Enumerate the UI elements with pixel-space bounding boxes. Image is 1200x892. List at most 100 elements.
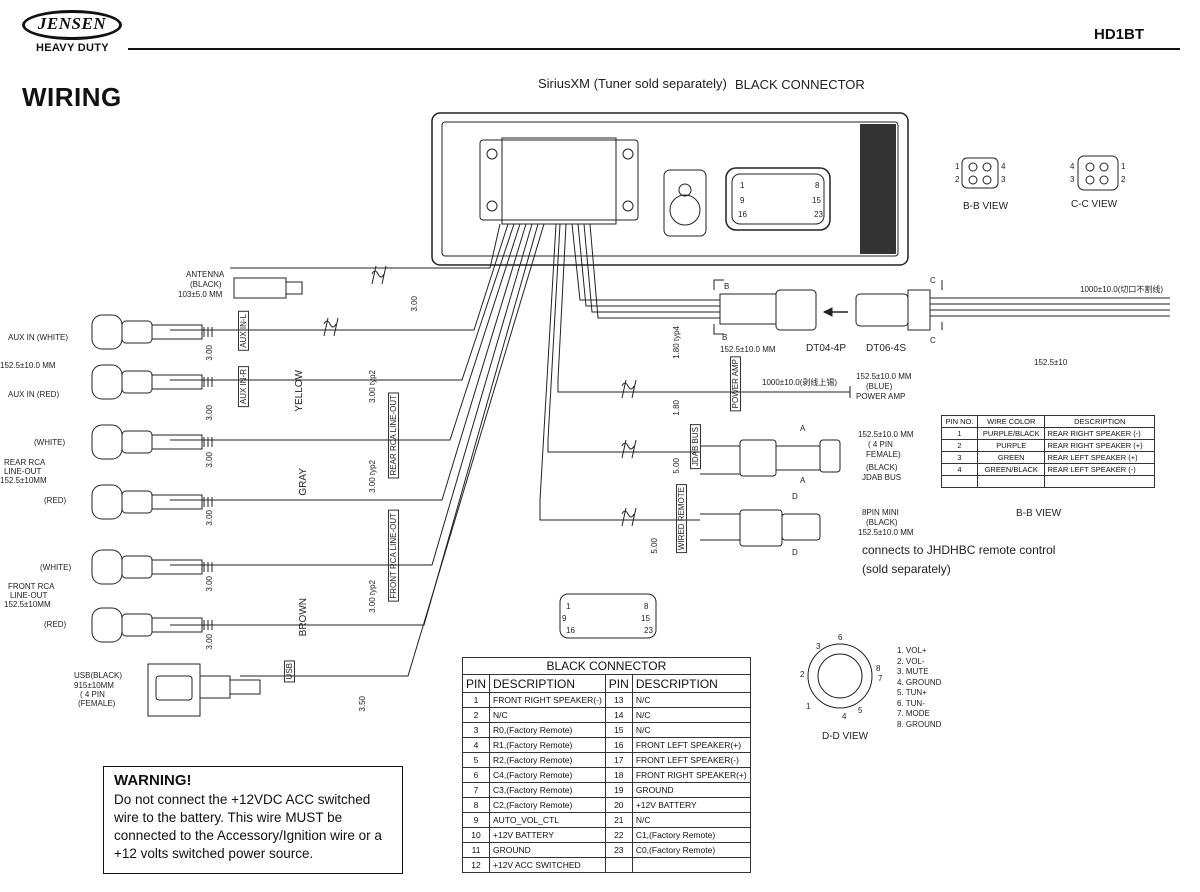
pin-label: 3: [1070, 175, 1075, 184]
pin-label: 1: [566, 602, 571, 611]
table-cell: 8: [461, 797, 491, 813]
cable-bundle: [170, 223, 850, 677]
remote-note-1: connects to JHDHBC remote control: [862, 543, 1056, 557]
pin-label: 16: [738, 210, 747, 219]
list-item: 2. VOL-: [897, 656, 925, 666]
break-marks: [323, 265, 637, 527]
list-item: 4. GROUND: [897, 677, 942, 687]
pin-label: 9: [740, 196, 745, 205]
table-cell: C1,(Factory Remote): [631, 827, 751, 843]
section-mark-a: A: [800, 476, 806, 485]
table-cell: 7: [461, 782, 491, 798]
table-cell: REAR LEFT SPEAKER (-): [1044, 463, 1155, 476]
front-white-label: (WHITE): [40, 563, 72, 572]
table-cell: 15: [604, 722, 633, 738]
rca-plugs: [91, 314, 213, 643]
dimension-label: 3.50: [358, 696, 367, 712]
wire-color-yellow: YELLOW: [294, 370, 305, 412]
table-cell: 10: [461, 827, 491, 843]
black-connector-label: BLACK CONNECTOR: [735, 77, 865, 92]
wired-remote-tag: WIRED REMOTE: [676, 484, 687, 554]
jdab-color: (BLACK): [866, 463, 898, 472]
rear-name-1: REAR RCA: [4, 458, 46, 467]
aux-white-label: AUX IN (WHITE): [8, 333, 68, 342]
pin-label: 2: [800, 670, 805, 679]
table-cell: 20: [604, 797, 633, 813]
siriusxm-label: SiriusXM (Tuner sold separately): [538, 76, 727, 91]
model-number: HD1BT: [1093, 26, 1144, 43]
pin-label: 1: [806, 702, 811, 711]
table-cell: PURPLE: [976, 439, 1046, 452]
pin-label: 15: [641, 614, 650, 623]
table-cell: C0,(Factory Remote): [631, 842, 751, 858]
table-cell: 22: [604, 827, 633, 843]
antenna-label: ANTENNA: [186, 270, 225, 279]
table-cell: GREEN/BLACK: [976, 463, 1046, 476]
pin-label: 2: [1121, 175, 1126, 184]
dimension-label: 1.80 typ4: [672, 326, 681, 359]
dimension-label: 3.00 typ2: [368, 460, 377, 493]
power-amp-dimension: 1000±10.0(剥线上锡): [762, 378, 838, 387]
rear-name-2: LINE-OUT: [4, 467, 42, 476]
power-amp-tag: POWER AMP: [730, 356, 741, 412]
aux-red-label: AUX IN (RED): [8, 390, 60, 399]
table-cell: [631, 857, 751, 873]
dimension-label: 3.00 typ2: [368, 580, 377, 613]
table-cell: 21: [604, 812, 633, 828]
dt06-connector-label: DT06-4S: [866, 343, 907, 354]
table-title: BLACK CONNECTOR: [462, 657, 751, 675]
usb-label-3: ( 4 PIN: [80, 690, 105, 699]
table-cell: 16: [604, 737, 633, 753]
front-length: 152.5±10MM: [4, 600, 51, 609]
table-header: PIN: [604, 674, 633, 693]
table-cell: [604, 857, 633, 873]
rear-white-label: (WHITE): [34, 438, 66, 447]
usb-label-2: 915±10MM: [74, 681, 114, 690]
pin-label: 4: [842, 712, 847, 721]
table-cell: N/C: [631, 812, 751, 828]
header-rule: [128, 48, 1180, 50]
bb-cable-length: 152.5±10.0 MM: [720, 345, 776, 354]
section-mark-b: B: [724, 282, 730, 291]
rear-red-label: (RED): [44, 496, 67, 505]
dimension-label: 3.00: [205, 634, 214, 650]
bb-view-caption: B-B VIEW: [1016, 508, 1062, 519]
table-cell: 14: [604, 707, 633, 723]
section-mark-d: D: [792, 492, 798, 501]
usb-label-1: USB(BLACK): [74, 671, 123, 680]
table-cell: C2,(Factory Remote): [489, 797, 606, 813]
jdab-label: JDAB BUS: [862, 473, 902, 482]
table-cell: [976, 475, 1046, 488]
table-cell: N/C: [631, 692, 751, 708]
mini-connector-color: (BLACK): [866, 518, 898, 527]
dd-pin-list: 1. VOL+ 2. VOL- 3. MUTE 4. GROUND 5. TUN…: [897, 646, 941, 730]
connector-views: [559, 155, 1119, 709]
dimension-label: 3.00: [205, 452, 214, 468]
pin-label: 16: [566, 626, 575, 635]
section-mark-c: C: [930, 276, 936, 285]
table-cell: 9: [461, 812, 491, 828]
table-cell: 4: [461, 737, 491, 753]
pin-label: 5: [858, 706, 863, 715]
table-header: PIN NO.: [941, 415, 978, 428]
dimension-label: 3.00: [205, 345, 214, 361]
wire-color-gray: GRAY: [298, 468, 309, 496]
table-cell: [941, 475, 978, 488]
warning-body: Do not connect the +12VDC ACC switched w…: [114, 792, 382, 861]
jdab-gender: FEMALE): [866, 450, 901, 459]
head-unit: [431, 112, 909, 266]
list-item: 5. TUN+: [897, 688, 927, 697]
jensen-logo: JENSEN HEAVY DUTY: [22, 10, 126, 56]
dimension-label: 3.00: [410, 296, 419, 312]
dimension-label: 1.80: [672, 400, 681, 416]
table-cell: 23: [604, 842, 633, 858]
table-cell: 17: [604, 752, 633, 768]
